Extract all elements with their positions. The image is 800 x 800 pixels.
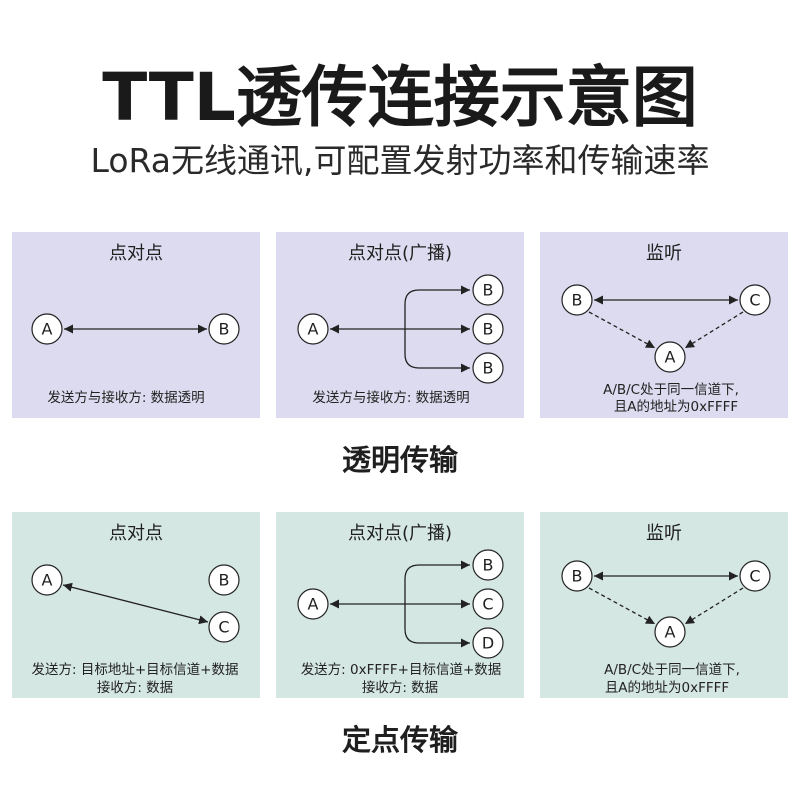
node-label: B — [483, 556, 494, 575]
node-circle — [561, 284, 593, 316]
node-circle — [472, 274, 504, 306]
node-circle — [208, 313, 240, 345]
panel-caption: 发送方与接收方: 数据透明 — [47, 389, 204, 406]
node-label: B — [483, 320, 494, 339]
node-circle — [297, 588, 329, 620]
panel-caption: 发送方与接收方: 数据透明 — [312, 389, 469, 406]
panel-title: 监听 — [646, 243, 682, 264]
panel-fixed-p2p: 点对点 A B C 发送方: 目标地址+目标信道+数据 接收方: 数据 — [12, 512, 260, 698]
node-circle — [208, 611, 240, 643]
node-label: A — [665, 348, 676, 367]
branch-arrows — [404, 285, 470, 373]
panel-caption: 且A的地址为0xFFFF — [605, 680, 729, 696]
section-transparent: 点对点 A B 发送方与接收方: 数据透明 点对点(广播) A B B B 发送… — [12, 232, 788, 477]
node-circle — [297, 313, 329, 345]
panel-caption: 接收方: 数据 — [97, 679, 173, 696]
node-label: A — [308, 320, 319, 339]
node-circle — [739, 560, 771, 592]
node-label: A — [665, 623, 676, 642]
page-subtitle: LoRa无线通讯,可配置发射功率和传输速率 — [91, 141, 710, 180]
panel-transparent-p2p: 点对点 A B 发送方与接收方: 数据透明 — [12, 232, 260, 418]
node-label: A — [42, 571, 53, 590]
panel-caption: 接收方: 数据 — [362, 679, 438, 696]
node-circle — [472, 313, 504, 345]
node-circle — [654, 616, 686, 648]
node-label: B — [483, 281, 494, 300]
panel-background — [540, 232, 788, 418]
section-fixed-point: 点对点 A B C 发送方: 目标地址+目标信道+数据 接收方: 数据 点对点(… — [12, 512, 788, 757]
node-circle — [208, 564, 240, 596]
node-circle — [31, 313, 63, 345]
dashed-arrow — [684, 587, 744, 625]
panel-caption: 发送方: 目标地址+目标信道+数据 — [32, 662, 239, 678]
branch-arrows — [404, 560, 470, 648]
panel-transparent-monitor: 监听 B C A A/B/C处于同一信道下, 且A的地址为0xFFFF — [540, 232, 788, 418]
page-title: TTL透传连接示意图 — [102, 59, 698, 136]
panel-fixed-monitor: 监听 B C A A/B/C处于同一信道下, 且A的地址为0xFFFF — [540, 512, 788, 698]
panel-title: 点对点(广播) — [348, 523, 452, 544]
panel-caption: 发送方: 0xFFFF+目标信道+数据 — [301, 662, 502, 678]
panel-caption: 且A的地址为0xFFFF — [614, 399, 738, 415]
dashed-arrow — [588, 587, 656, 625]
panel-title: 点对点 — [109, 523, 163, 544]
node-label: B — [483, 359, 494, 378]
node-circle — [472, 352, 504, 384]
node-label: B — [572, 291, 583, 310]
dashed-arrow — [588, 311, 656, 349]
node-circle — [472, 588, 504, 620]
panel-title: 点对点(广播) — [348, 243, 452, 264]
panel-transparent-broadcast: 点对点(广播) A B B B 发送方与接收方: 数据透明 — [276, 232, 524, 418]
node-label: C — [482, 595, 493, 614]
bidirectional-arrow — [62, 582, 209, 625]
node-label: C — [218, 618, 229, 637]
node-circle — [31, 564, 63, 596]
node-label: B — [219, 320, 230, 339]
node-label: C — [749, 567, 760, 586]
panel-title: 监听 — [646, 523, 682, 544]
node-circle — [472, 627, 504, 659]
node-label: D — [482, 634, 494, 653]
section-label: 透明传输 — [342, 443, 459, 477]
node-label: C — [749, 291, 760, 310]
node-circle — [654, 341, 686, 373]
node-circle — [472, 549, 504, 581]
panel-caption: A/B/C处于同一信道下, — [603, 382, 739, 398]
node-label: B — [219, 571, 230, 590]
panel-caption: A/B/C处于同一信道下, — [604, 662, 740, 678]
dashed-arrow — [684, 311, 744, 349]
node-label: B — [572, 567, 583, 586]
panel-background — [540, 512, 788, 698]
panel-fixed-broadcast: 点对点(广播) A B C D 发送方: 0xFFFF+目标信道+数据 接收方:… — [276, 512, 524, 698]
node-circle — [561, 560, 593, 592]
node-circle — [739, 284, 771, 316]
node-label: A — [42, 320, 53, 339]
node-label: A — [308, 595, 319, 614]
panel-title: 点对点 — [109, 243, 163, 264]
section-label: 定点传输 — [342, 723, 459, 757]
